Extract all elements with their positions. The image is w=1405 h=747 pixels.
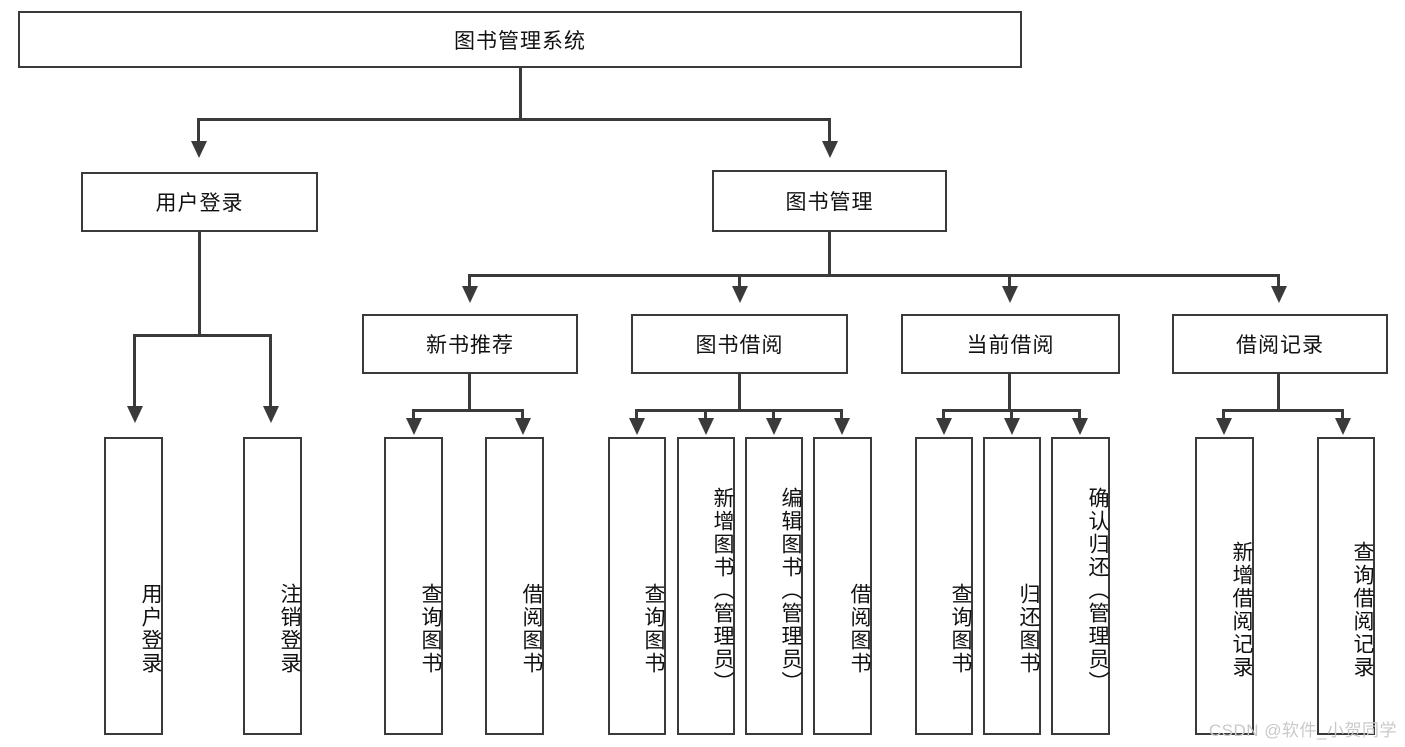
node-new-book-recommend[interactable]: 新书推荐 [362, 314, 578, 374]
node-label: 查询借阅记录 [1351, 541, 1374, 679]
node-label: 图书借阅 [695, 334, 784, 357]
node-label: 借阅图书 [848, 582, 871, 675]
node-label: 编辑图书（管理员） [779, 486, 802, 694]
edge-borrowrecord-stem [1277, 374, 1280, 412]
edge-currentborrow-stem [1008, 374, 1011, 412]
arrow-to-add-book [697, 418, 714, 435]
arrow-to-current-borrow [1001, 286, 1018, 303]
leaf-query-book-recommend[interactable]: 查询图书 [384, 437, 443, 735]
edge-currentborrow-to-leaf1 [942, 409, 945, 421]
node-root-system[interactable]: 图书管理系统 [18, 11, 1022, 68]
node-label: 借阅图书 [520, 582, 543, 675]
node-label: 新增借阅记录 [1230, 541, 1253, 679]
node-label: 新增图书（管理员） [711, 486, 734, 694]
arrow-to-query-borrow-record [1334, 418, 1351, 435]
arrow-to-logout-leaf [262, 406, 279, 423]
arrow-to-borrow-book-1 [514, 418, 531, 435]
node-label: 新书推荐 [426, 334, 514, 357]
edge-bookmgmt-to-l3-1 [468, 274, 471, 289]
edge-root-to-userlogin [197, 118, 200, 145]
leaf-add-book-admin[interactable]: 新增图书（管理员） [677, 437, 735, 735]
node-label: 图书管理 [785, 191, 874, 214]
edge-bookborrow-stem [738, 374, 741, 412]
leaf-edit-book-admin[interactable]: 编辑图书（管理员） [745, 437, 803, 735]
edge-currentborrow-to-leaf2 [1010, 409, 1013, 421]
edge-userlogin-bar [133, 334, 272, 337]
arrow-to-add-borrow-record [1215, 418, 1232, 435]
node-label: 注销登录 [278, 582, 301, 675]
arrow-to-query-book-3 [935, 418, 952, 435]
edge-bookmgmt-to-l3-3 [1008, 274, 1011, 289]
edge-newbook-stem [468, 374, 471, 412]
edge-borrowrecord-bar [1222, 409, 1344, 412]
edge-root-bar [197, 118, 831, 121]
edge-userlogin-to-leaf1 [133, 334, 136, 410]
node-user-login[interactable]: 用户登录 [81, 172, 318, 232]
edge-bookborrow-bar [635, 409, 843, 412]
node-label: 借阅记录 [1236, 334, 1324, 357]
arrow-to-book-management [821, 141, 838, 158]
edge-bookmgmt-to-l3-2 [738, 274, 741, 289]
leaf-return-book[interactable]: 归还图书 [983, 437, 1041, 735]
node-label: 查询图书 [949, 582, 972, 675]
node-label: 当前借阅 [966, 334, 1055, 357]
arrow-to-edit-book [765, 418, 782, 435]
edge-userlogin-to-leaf2 [269, 334, 272, 410]
node-book-borrow[interactable]: 图书借阅 [631, 314, 848, 374]
edge-bookmgmt-to-l3-4 [1277, 274, 1280, 289]
edge-borrowrecord-to-leaf1 [1222, 409, 1225, 421]
node-label: 查询图书 [642, 582, 665, 675]
node-label: 归还图书 [1017, 582, 1040, 675]
leaf-query-borrow-record[interactable]: 查询借阅记录 [1317, 437, 1375, 735]
edge-newbook-to-leaf1 [412, 409, 415, 421]
edge-root-stem [518, 68, 522, 120]
node-label: 图书管理系统 [454, 29, 586, 53]
arrow-to-book-borrow [731, 286, 748, 303]
watermark-text: CSDN @软件_小贺同学 [1208, 721, 1397, 740]
arrow-to-user-login [190, 141, 207, 158]
edge-borrowrecord-to-leaf2 [1341, 409, 1344, 421]
edge-bookborrow-to-leaf3 [772, 409, 775, 421]
leaf-confirm-return-admin[interactable]: 确认归还（管理员） [1051, 437, 1110, 735]
node-borrow-record[interactable]: 借阅记录 [1172, 314, 1388, 374]
leaf-borrow-book[interactable]: 借阅图书 [813, 437, 872, 735]
arrow-to-return-book [1003, 418, 1020, 435]
edge-bookborrow-to-leaf2 [704, 409, 707, 421]
leaf-borrow-book-recommend[interactable]: 借阅图书 [485, 437, 544, 735]
arrow-to-new-book-recommend [461, 286, 478, 303]
edge-newbook-to-leaf2 [521, 409, 524, 421]
leaf-add-borrow-record[interactable]: 新增借阅记录 [1195, 437, 1254, 735]
arrow-to-borrow-book-2 [833, 418, 850, 435]
node-label: 确认归还（管理员） [1086, 486, 1109, 694]
arrow-to-query-book-1 [405, 418, 422, 435]
node-current-borrow[interactable]: 当前借阅 [901, 314, 1120, 374]
arrow-to-user-login-leaf [126, 406, 143, 423]
edge-newbook-bar [412, 409, 524, 412]
leaf-query-book-current[interactable]: 查询图书 [915, 437, 973, 735]
edge-userlogin-stem [198, 232, 201, 337]
arrow-to-confirm-return [1071, 418, 1088, 435]
edge-bookmgmt-stem [828, 232, 831, 277]
node-label: 用户登录 [155, 192, 244, 215]
edge-root-to-bookmgmt [828, 118, 831, 145]
edge-bookmgmt-bar [468, 274, 1280, 277]
arrow-to-borrow-record [1270, 286, 1287, 303]
leaf-logout[interactable]: 注销登录 [243, 437, 302, 735]
edge-currentborrow-to-leaf3 [1078, 409, 1081, 421]
edge-bookborrow-to-leaf4 [840, 409, 843, 421]
leaf-user-login[interactable]: 用户登录 [104, 437, 163, 735]
node-book-management[interactable]: 图书管理 [712, 170, 947, 232]
node-label: 查询图书 [419, 582, 442, 675]
node-label: 用户登录 [139, 582, 162, 675]
arrow-to-query-book-2 [628, 418, 645, 435]
edge-bookborrow-to-leaf1 [635, 409, 638, 421]
leaf-query-book-borrow[interactable]: 查询图书 [608, 437, 666, 735]
